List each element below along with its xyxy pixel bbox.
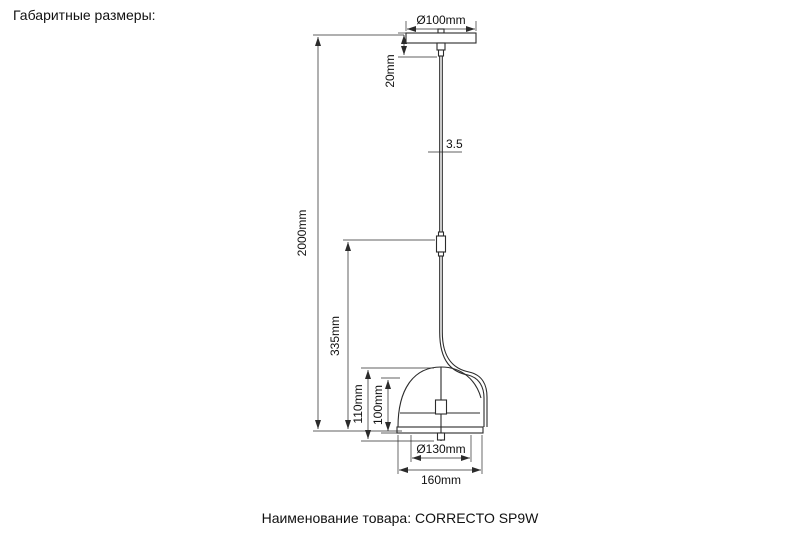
- shade-inner-diameter-label: Ø130mm: [416, 442, 465, 456]
- shade-outer-width-label: 160mm: [421, 473, 461, 487]
- curved-arm: [439, 331, 488, 427]
- shade-height-label: 100mm: [371, 385, 385, 425]
- drawing-title: Габаритные размеры:: [13, 7, 156, 23]
- dimension-lines: [313, 21, 483, 474]
- ceiling-canopy: [405, 28, 477, 57]
- product-name-label: Наименование товара: CORRECTO SP9W: [262, 510, 540, 526]
- mid-drop-label: 335mm: [328, 316, 342, 356]
- suspension-cord: [435, 56, 447, 332]
- labels: Габаритные размеры: Ø100mm 20mm 3.5 2000…: [13, 7, 539, 526]
- lamp-shade: [396, 366, 484, 441]
- canopy-height-label: 20mm: [383, 54, 397, 87]
- overall-length-label: 2000mm: [295, 210, 309, 257]
- shade-total-height-label: 110mm: [351, 384, 365, 423]
- canopy-diameter-label: Ø100mm: [416, 13, 465, 27]
- cord-width-label: 3.5: [446, 137, 463, 151]
